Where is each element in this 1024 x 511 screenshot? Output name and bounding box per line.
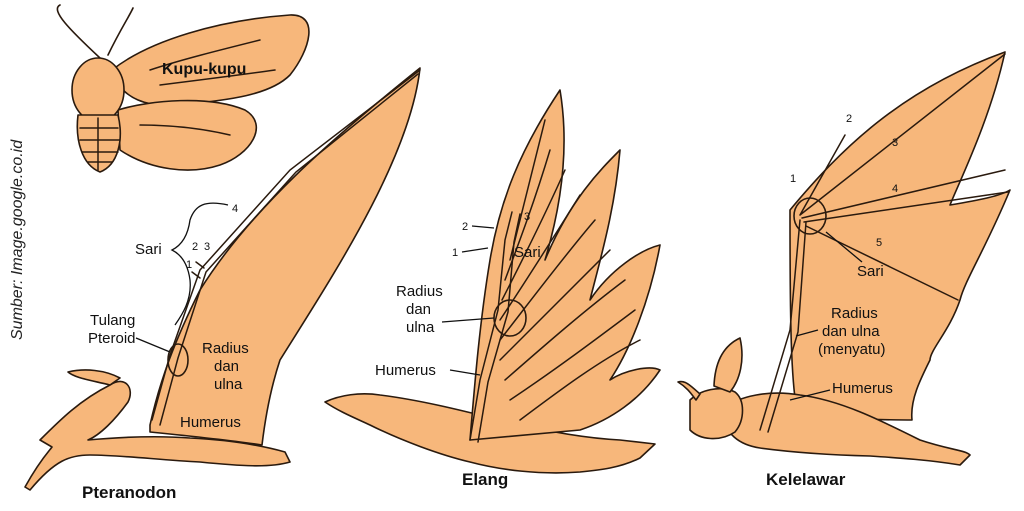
bat-menyatu-label: (menyatu) [818, 341, 886, 358]
ptera-num-3: 3 [204, 241, 210, 253]
elang-radius-label: Radius [396, 283, 443, 300]
elang-num-3: 3 [524, 211, 530, 223]
bat-num-5: 5 [876, 237, 882, 249]
ptera-ulna-label: ulna [214, 376, 243, 393]
ptera-radius-label: Radius [202, 340, 249, 357]
bat-danulna-label: dan ulna [822, 323, 880, 340]
pteranodon-label: Pteranodon [82, 483, 176, 502]
ptera-sari-label: Sari [135, 241, 162, 258]
elang-ulna-label: ulna [406, 319, 435, 336]
kelelawar-illustration: 1 2 3 4 5 Sari Radius dan ulna (menyatu)… [678, 52, 1010, 489]
ptera-pteroid-label: Pteroid [88, 330, 136, 347]
butterfly-label: Kupu-kupu [162, 61, 246, 78]
elang-num-2: 2 [462, 221, 468, 233]
bat-sari-label: Sari [857, 263, 884, 280]
bat-humerus-label: Humerus [832, 380, 893, 397]
bat-num-2: 2 [846, 113, 852, 125]
ptera-humerus-label: Humerus [180, 414, 241, 431]
ptera-num-2: 2 [192, 241, 198, 253]
kelelawar-label: Kelelawar [766, 470, 846, 489]
elang-label: Elang [462, 470, 508, 489]
butterfly-illustration: Kupu-kupu [57, 5, 309, 172]
elang-sari-label: Sari [514, 244, 541, 261]
elang-num-1: 1 [452, 247, 458, 259]
bat-num-1: 1 [790, 173, 796, 185]
bat-radius-label: Radius [831, 305, 878, 322]
bat-num-3: 3 [892, 137, 898, 149]
elang-humerus-label: Humerus [375, 362, 436, 379]
source-credit: Sumber: Image.google.co.id [9, 139, 26, 340]
bat-num-4: 4 [892, 183, 898, 195]
elang-dan-label: dan [406, 301, 431, 318]
ptera-dan-label: dan [214, 358, 239, 375]
ptera-num-4: 4 [232, 203, 238, 215]
ptera-tulang-label: Tulang [90, 312, 135, 329]
